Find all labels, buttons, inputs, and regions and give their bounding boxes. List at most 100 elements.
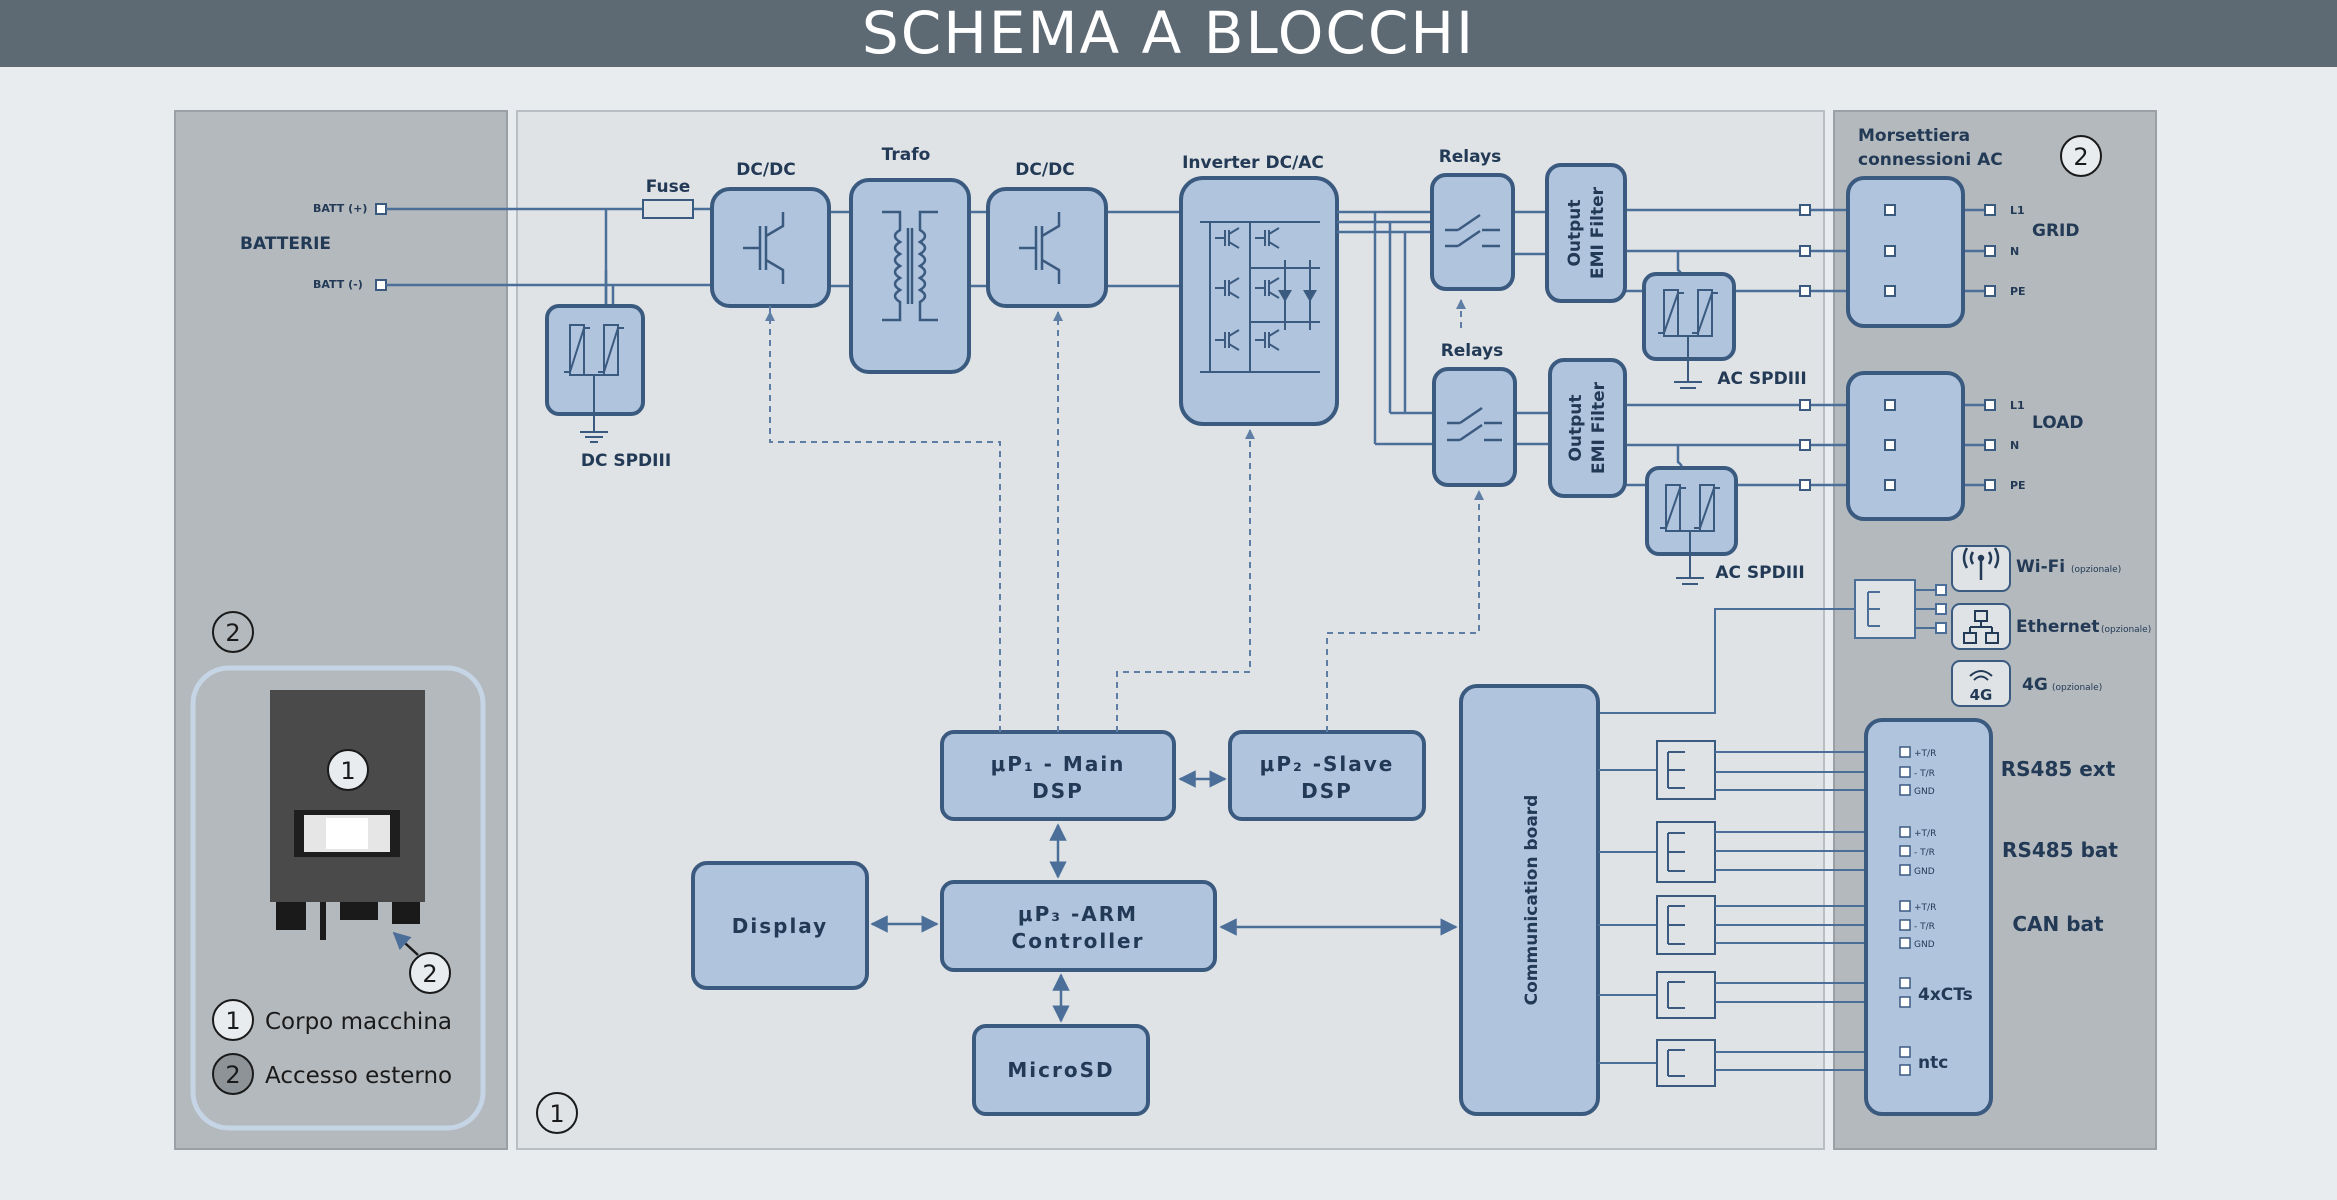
dcdc1-box (710, 187, 831, 308)
legend-marker-2 (212, 1053, 254, 1095)
relays2-box (1432, 367, 1517, 487)
arm-line2: Controller (1012, 929, 1145, 953)
marker-2-legend-text: 2 (225, 619, 240, 647)
batt-pos-terminal (375, 203, 387, 215)
marker-2-terminal (2060, 135, 2102, 177)
batt-pos-label: BATT (+) (313, 202, 367, 215)
comm-port-connectors (1656, 740, 1716, 1087)
ethernet-label: Ethernet (2016, 617, 2100, 637)
load-n: N (2010, 439, 2019, 452)
load-pe: PE (2010, 479, 2026, 492)
legend-item-2: Accesso esterno (265, 1063, 452, 1089)
controller-links (870, 770, 1458, 1023)
4g-icon: 4G (1969, 670, 1993, 704)
header-bar: SCHEMA A BLOCCHI (0, 0, 2337, 67)
pin-label: +T/R (1914, 749, 1936, 759)
batt-neg-terminal (375, 279, 387, 291)
main-dsp-line1: μP₁ - Main (991, 752, 1126, 776)
pin-label: GND (1914, 940, 1935, 950)
legend-marker-2-text: 2 (225, 1061, 240, 1089)
4g-label: 4G (2022, 675, 2048, 695)
microsd-label: MicroSD (1007, 1058, 1114, 1082)
option-bus (1598, 579, 1947, 714)
relays2-label: Relays (1441, 341, 1504, 361)
grid-l1: L1 (2010, 204, 2025, 217)
pin-label: - T/R (1914, 848, 1935, 858)
transistor-icon (1019, 212, 1061, 284)
grid-n: N (2010, 245, 2019, 258)
port-rs485-ext: RS485 ext (2001, 757, 2116, 781)
load-label: LOAD (2032, 413, 2084, 433)
emi2-line2: EMI Filter (1589, 381, 1609, 474)
wifi-note: (opzionale) (2071, 565, 2121, 575)
ethernet-option: Ethernet (opzionale) (1951, 603, 2151, 650)
grid-pe: PE (2010, 285, 2026, 298)
slave-dsp-line2: DSP (1301, 779, 1353, 803)
4g-option: 4G 4G (opzionale) (1951, 660, 2102, 707)
marker-1-device (327, 749, 369, 791)
wifi-icon (1962, 547, 2000, 580)
4g-note: (opzionale) (2052, 683, 2102, 693)
marker-1-center (536, 1092, 578, 1134)
wifi-label: Wi-Fi (2016, 557, 2065, 577)
legend-marker-1 (212, 999, 254, 1041)
inverter-bridge-icon (1200, 221, 1320, 373)
marker-2-legend (212, 611, 254, 653)
legend-item-1: Corpo macchina (265, 1009, 452, 1035)
display-box (691, 861, 869, 990)
page-title: SCHEMA A BLOCCHI (861, 0, 1476, 67)
dc-spd-label: DC SPDIII (581, 451, 671, 471)
load-terminal-box (1846, 371, 1965, 521)
pin-label: GND (1914, 787, 1935, 797)
main-dsp-line2: DSP (1032, 779, 1084, 803)
ac-spd2-box (1645, 466, 1738, 556)
marker-1-center-text: 1 (549, 1100, 564, 1128)
ethernet-icon (1963, 610, 1999, 644)
pin-label: +T/R (1914, 903, 1936, 913)
external-access-arrow (392, 931, 419, 956)
relay-switch-icon (1447, 406, 1502, 442)
grid-label: GRID (2032, 221, 2079, 241)
terminal-pins (1799, 204, 1996, 491)
trafo-label: Trafo (882, 145, 931, 165)
comm-port-wires (1598, 769, 1657, 1064)
load-l1: L1 (2010, 399, 2025, 412)
comm-terminal-pins (1899, 746, 1911, 1076)
emi-filter2-box (1548, 358, 1627, 498)
port-rs485-bat: RS485 bat (2002, 838, 2118, 862)
slave-dsp-line1: μP₂ -Slave (1260, 752, 1395, 776)
microsd-box (972, 1024, 1150, 1116)
emi1-line1: Output (1565, 199, 1585, 266)
transistor-icon (743, 212, 785, 284)
ac-spd2-label: AC SPDIII (1715, 563, 1804, 583)
fuse-symbol (642, 199, 694, 219)
comm-terminal-box (1864, 718, 1993, 1116)
wifi-option: Wi-Fi (opzionale) (1951, 545, 2121, 592)
relays1-box (1430, 173, 1515, 291)
marker-2-device-text: 2 (422, 960, 437, 988)
relays1-label: Relays (1439, 147, 1502, 167)
diode-icon (1278, 290, 1317, 302)
emi1-line2: EMI Filter (1588, 186, 1608, 279)
batt-neg-label: BATT (-) (313, 278, 363, 291)
emi-filter1-box (1545, 163, 1627, 303)
dcdc2-box (986, 187, 1108, 308)
terminal-title-line1: Morsettiera (1858, 126, 1970, 146)
pin-label: GND (1914, 867, 1935, 877)
ac-spd1-label: AC SPDIII (1717, 369, 1806, 389)
display-label: Display (732, 914, 828, 938)
comm-port-symbols (1667, 751, 1685, 1077)
relay-switch-icon (1445, 213, 1500, 248)
arm-controller-box (940, 880, 1217, 972)
transformer-icon (882, 210, 938, 322)
emi2-line1: Output (1566, 394, 1586, 461)
ac-spd2-varistor-icon (1660, 484, 1720, 585)
arm-line1: μP₃ -ARM (1018, 902, 1138, 926)
port-ntc: ntc (1918, 1053, 1948, 1073)
dc-spd-varistor-icon (564, 324, 624, 443)
pin-labels: +T/R - T/R GND +T/R - T/R GND +T/R - T/R… (1914, 749, 1936, 950)
port-cts: 4xCTs (1918, 985, 1973, 1005)
marker-2-text: 2 (2073, 143, 2088, 171)
communication-board-label: Communication board (1522, 795, 1542, 1006)
